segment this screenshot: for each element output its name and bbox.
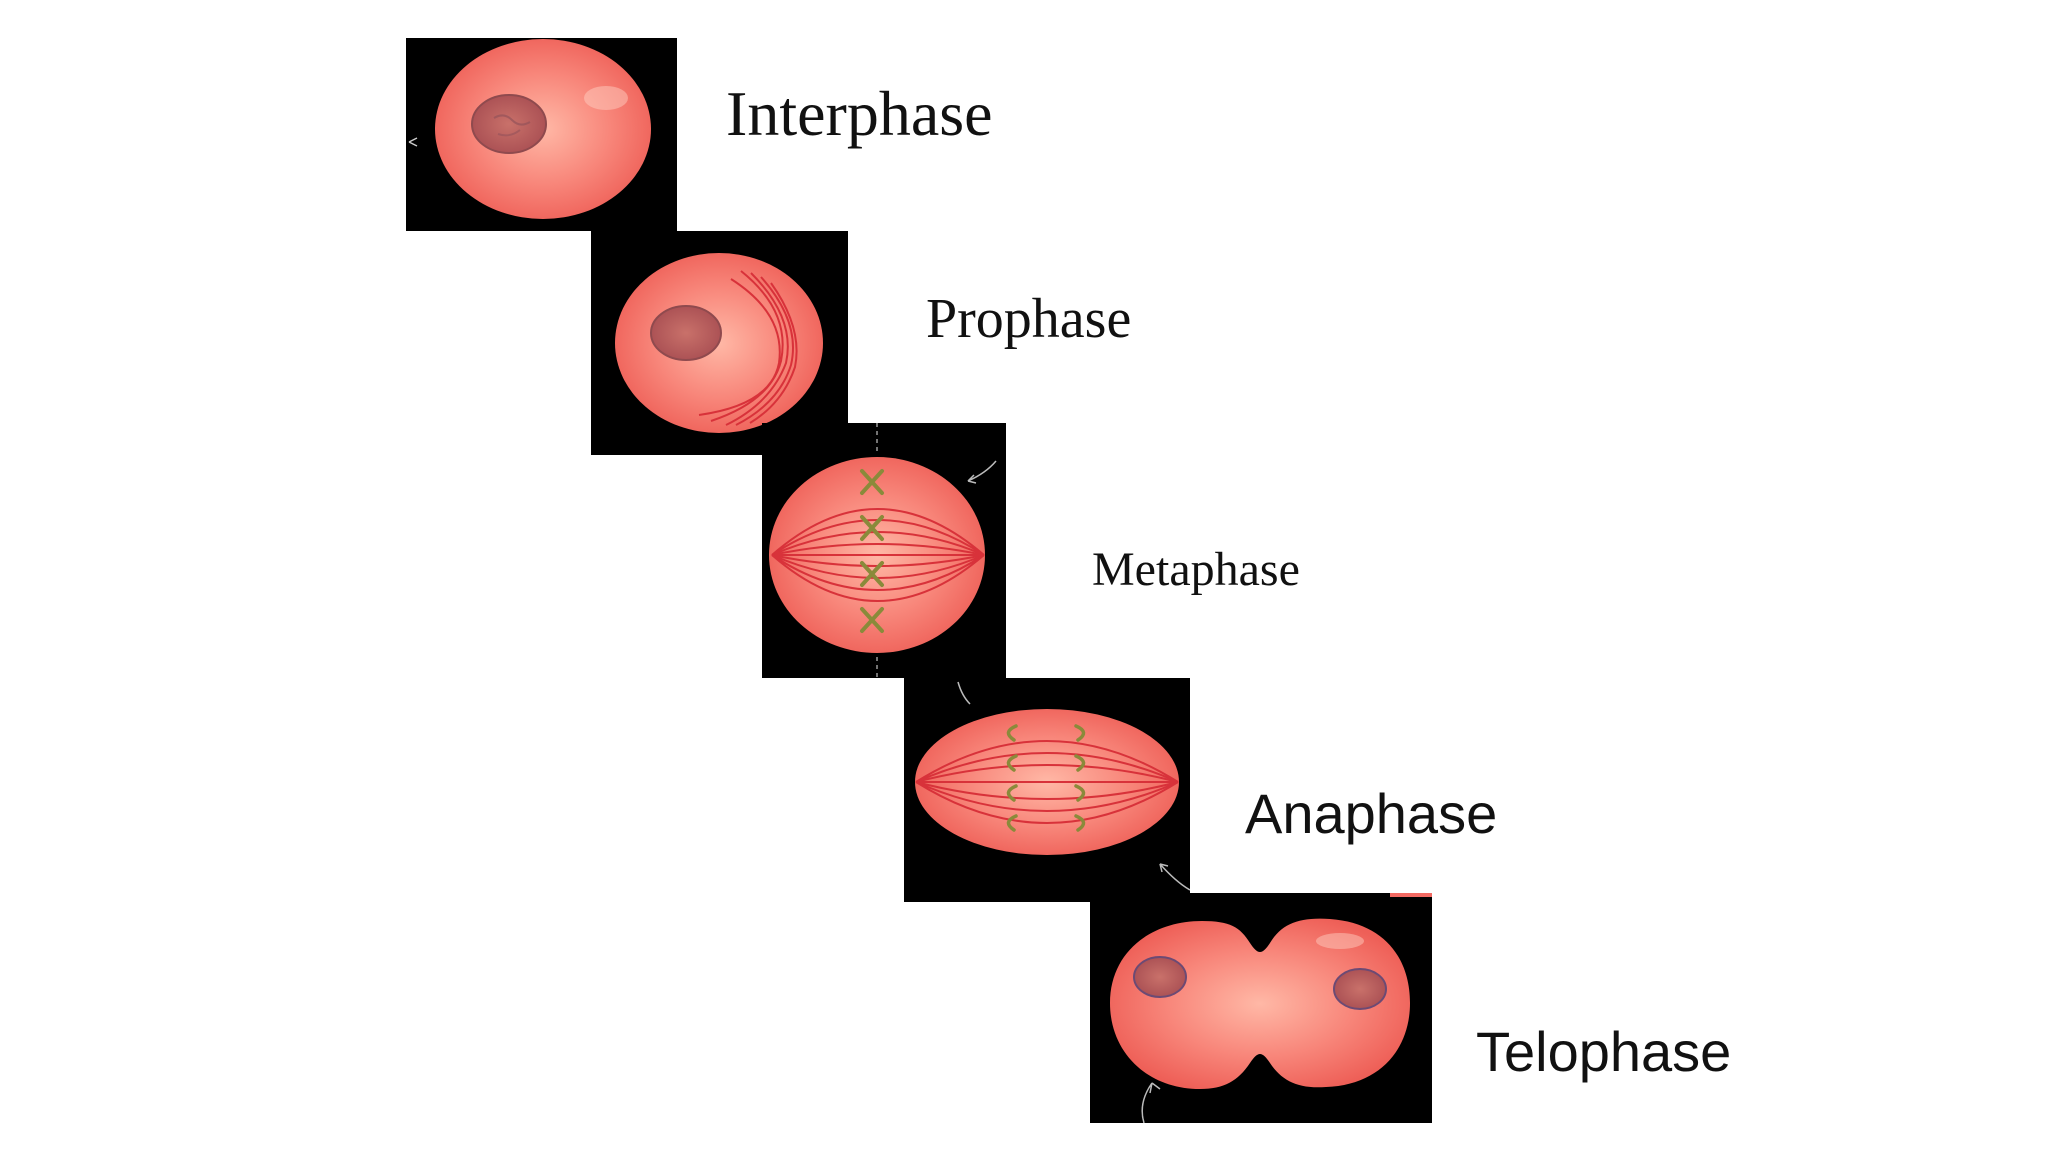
- telophase-panel: [1090, 893, 1432, 1123]
- metaphase-panel: [762, 423, 1006, 678]
- interphase-label: Interphase: [726, 78, 993, 149]
- metaphase-label: Metaphase: [1092, 543, 1300, 596]
- telophase-label: Telophase: [1476, 1020, 1732, 1083]
- prophase-panel: [591, 231, 848, 455]
- anaphase-label: Anaphase: [1245, 782, 1498, 845]
- prophase-label: Prophase: [926, 288, 1132, 350]
- interphase-panel: [406, 38, 677, 231]
- telophase-cell-illustration: [1110, 893, 1432, 1123]
- metaphase-cell-illustration: [769, 423, 997, 678]
- anaphase-cell-illustration: [915, 681, 1190, 891]
- prophase-cell-illustration: [615, 253, 823, 448]
- interphase-cell-illustration: [408, 39, 651, 219]
- anaphase-panel: [904, 678, 1190, 902]
